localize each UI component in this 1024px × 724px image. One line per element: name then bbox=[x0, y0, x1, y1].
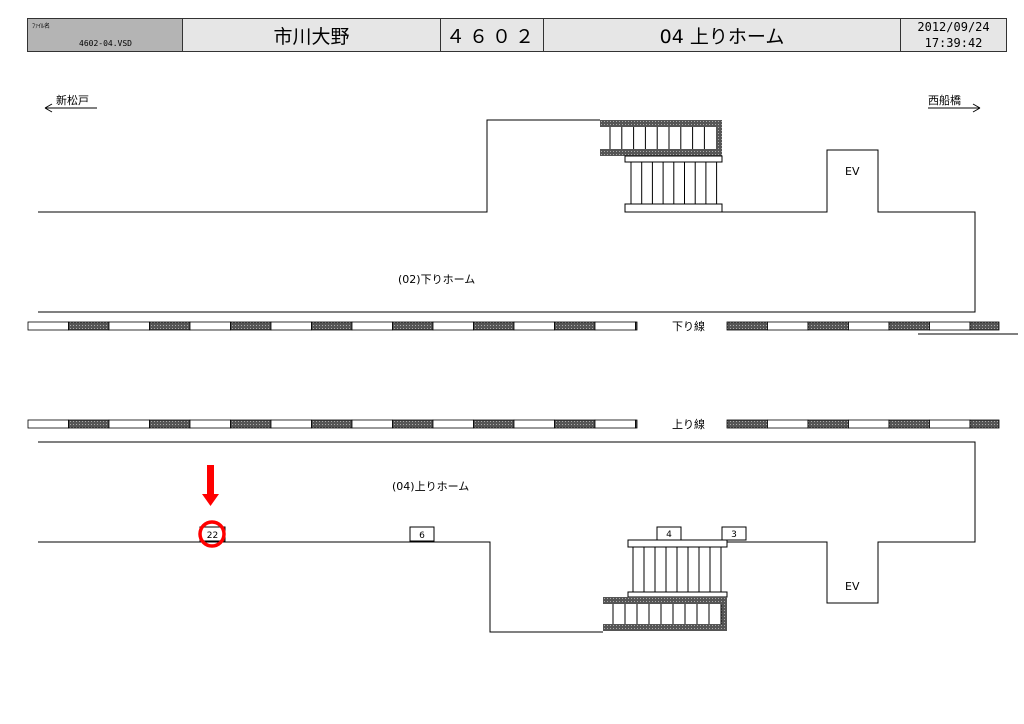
track-segment bbox=[68, 321, 110, 331]
track-segment bbox=[351, 419, 393, 429]
track-segment bbox=[513, 419, 555, 429]
track-segment bbox=[554, 321, 596, 331]
file-name: 4602-04.VSD bbox=[79, 39, 132, 48]
track-segment bbox=[929, 321, 971, 331]
car-marker-4-label: 4 bbox=[666, 530, 672, 540]
track-segment bbox=[27, 321, 69, 331]
car-marker-22[interactable]: 22 bbox=[198, 520, 226, 548]
station-code: ４６０２ bbox=[441, 19, 544, 51]
file-label: ﾌｧｲﾙ名 bbox=[32, 23, 51, 30]
down-ev-label: EV bbox=[845, 165, 860, 178]
track-segment bbox=[392, 419, 434, 429]
track-segment bbox=[432, 321, 474, 331]
track-segment bbox=[27, 419, 69, 429]
direction-left-label: 新松戸 bbox=[56, 93, 89, 107]
track-segment bbox=[68, 419, 110, 429]
track-segment bbox=[311, 321, 353, 331]
track-segment bbox=[473, 321, 515, 331]
platform-title: 04 上りホーム bbox=[544, 19, 901, 51]
up-track bbox=[27, 419, 1000, 429]
track-segment bbox=[473, 419, 515, 429]
up-track-label: 上り線 bbox=[672, 417, 705, 431]
car-marker-3-label: 3 bbox=[731, 530, 737, 540]
car-marker-3[interactable]: 3 bbox=[721, 526, 747, 541]
car-marker-22-label: 22 bbox=[207, 531, 218, 541]
track-segment bbox=[929, 419, 971, 429]
track-segment bbox=[189, 419, 231, 429]
track-segment bbox=[432, 419, 474, 429]
track-segment bbox=[189, 321, 231, 331]
track-segment bbox=[635, 321, 638, 331]
down-track-label: 下り線 bbox=[672, 319, 705, 333]
track-segment bbox=[594, 419, 636, 429]
track-segment bbox=[513, 321, 555, 331]
track-segment bbox=[848, 419, 890, 429]
track-segment bbox=[108, 321, 150, 331]
station-name: 市川大野 bbox=[183, 19, 441, 51]
track-segment bbox=[888, 321, 930, 331]
track-segment bbox=[351, 321, 393, 331]
file-cell: ﾌｧｲﾙ名 4602-04.VSD bbox=[28, 19, 183, 51]
track-segment bbox=[635, 419, 638, 429]
location-arrow-icon bbox=[202, 465, 219, 506]
car-marker-6[interactable]: 6 bbox=[409, 526, 435, 542]
down-platform-stairs bbox=[600, 120, 723, 213]
up-platform-label: (04)上りホーム bbox=[392, 480, 469, 493]
down-track bbox=[27, 321, 1000, 331]
track-segment bbox=[230, 419, 272, 429]
title-block: ﾌｧｲﾙ名 4602-04.VSD 市川大野 ４６０２ 04 上りホーム 201… bbox=[27, 18, 1007, 52]
track-segment bbox=[807, 321, 849, 331]
timestamp: 2012/09/24 17:39:42 bbox=[901, 19, 1006, 51]
time: 17:39:42 bbox=[924, 36, 983, 50]
arrow-left-icon bbox=[44, 103, 97, 113]
up-ev-label: EV bbox=[845, 580, 860, 593]
arrow-right-icon bbox=[928, 103, 981, 113]
track-segment bbox=[767, 419, 809, 429]
up-platform-outline bbox=[38, 441, 976, 633]
direction-right-label: 西船橋 bbox=[928, 93, 961, 107]
track-segment bbox=[149, 419, 191, 429]
down-platform-label: (02)下りホーム bbox=[398, 273, 475, 286]
track-segment bbox=[848, 321, 890, 331]
direction-right: 西船橋 bbox=[928, 93, 981, 113]
track-segment bbox=[311, 419, 353, 429]
track-segment bbox=[554, 419, 596, 429]
track-segment bbox=[807, 419, 849, 429]
track-segment bbox=[108, 419, 150, 429]
track-segment bbox=[149, 321, 191, 331]
track-segment bbox=[969, 321, 1000, 331]
track-segment bbox=[767, 321, 809, 331]
direction-left: 新松戸 bbox=[44, 93, 97, 113]
down-platform-outline bbox=[38, 119, 976, 313]
track-segment bbox=[726, 419, 768, 429]
track-segment bbox=[270, 419, 312, 429]
track-segment bbox=[392, 321, 434, 331]
car-marker-4[interactable]: 4 bbox=[656, 526, 682, 541]
car-marker-6-label: 6 bbox=[419, 531, 425, 541]
track-segment bbox=[969, 419, 1000, 429]
track-segment bbox=[230, 321, 272, 331]
track-segment bbox=[726, 321, 768, 331]
highlight-circle bbox=[198, 520, 226, 548]
track-segment bbox=[888, 419, 930, 429]
track-segment bbox=[270, 321, 312, 331]
up-platform-stairs bbox=[603, 539, 728, 631]
track-segment bbox=[594, 321, 636, 331]
date: 2012/09/24 bbox=[917, 20, 990, 34]
